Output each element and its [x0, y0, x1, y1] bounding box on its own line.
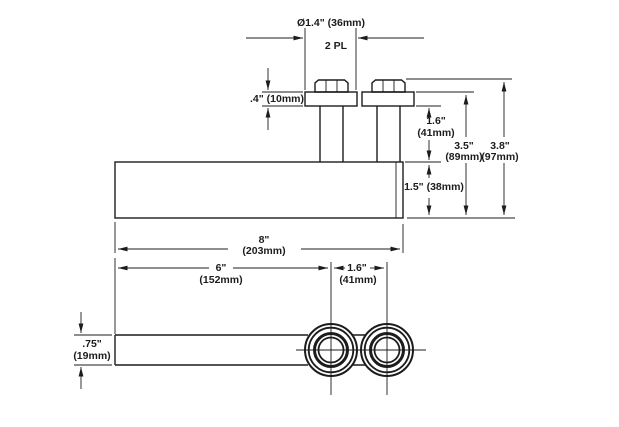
dim-washer-top-height-metric: (89mm) [445, 151, 482, 163]
extension-lines [304, 28, 357, 90]
dim-bolt-spacing: 1.6" (41mm) [334, 262, 384, 286]
dim-first-bolt-offset-metric: (152mm) [199, 274, 242, 286]
shank-circle [373, 336, 401, 364]
washer-inner-circle [363, 326, 411, 374]
dim-plate-thickness-label: 1.5" (38mm) [404, 181, 464, 193]
dim-first-bolt-offset-value: 6" [216, 262, 227, 274]
dim-bolt-diameter: Ø1.4" (36mm) 2 PL [246, 17, 424, 90]
dim-first-bolt-offset: 6" (152mm) [114, 258, 328, 334]
dim-bolt-diameter-note: 2 PL [325, 40, 348, 52]
bolt-2-head-facets [382, 80, 395, 92]
dim-plate-length: 8" (203mm) [114, 222, 404, 257]
washer-outer-circle [360, 323, 414, 377]
shank-circle [317, 336, 345, 364]
plan-view [114, 262, 426, 395]
dim-exposed-shank-metric: (41mm) [417, 127, 454, 139]
bolt-2-hex-head [371, 79, 406, 93]
dim-washer-thickness-label: .4" (10mm) [250, 93, 304, 105]
dim-bar-thickness-metric: (19mm) [73, 350, 110, 362]
bolt-1-shank [319, 106, 344, 162]
dim-bolt-spacing-metric: (41mm) [339, 274, 376, 286]
dim-bar-thickness-value: .75" [82, 338, 102, 350]
washer-inner-circle [307, 326, 355, 374]
extension-lines [74, 334, 112, 366]
bolt-2 [361, 79, 415, 162]
bolt-1-head-facets [325, 80, 338, 92]
dim-plate-thickness: 1.5" (38mm) [404, 165, 464, 215]
bolt-head-circle [313, 332, 349, 368]
dim-washer-top-height: 3.5" (89mm) [445, 95, 483, 215]
dim-washer-top-height-value: 3.5" [454, 140, 474, 152]
bolt-2-shank [376, 106, 401, 162]
plate-outline [114, 161, 404, 219]
dim-bolt-spacing-value: 1.6" [347, 262, 367, 274]
dim-washer-thickness: .4" (10mm) [250, 68, 304, 130]
dim-bar-thickness: .75" (19mm) [73, 312, 112, 389]
bolt-2-plan-circles [360, 323, 414, 377]
dim-overall-height-metric: (97mm) [481, 151, 518, 163]
extension-lines [262, 91, 303, 107]
dim-overall-height: 3.8" (97mm) [481, 82, 519, 215]
bar-outline [114, 334, 366, 366]
washer-outer-circle [304, 323, 358, 377]
dim-exposed-shank: 1.6" (41mm) [417, 108, 455, 160]
bolt-1-hex-head [314, 79, 349, 93]
bolt-head-circle [369, 332, 405, 368]
bolt-1-plan-circles [304, 323, 358, 377]
dim-overall-height-value: 3.8" [490, 140, 510, 152]
bolt-1 [304, 79, 358, 162]
extension-lines [114, 222, 404, 253]
side-view [114, 79, 415, 219]
dim-plate-length-metric: (203mm) [242, 245, 285, 257]
dim-exposed-shank-value: 1.6" [426, 115, 446, 127]
right-extension-lines [405, 78, 515, 219]
dim-plate-length-value: 8" [259, 234, 270, 246]
dim-bolt-diameter-label: Ø1.4" (36mm) [297, 17, 365, 29]
bolt-2-washer [361, 91, 415, 107]
bolt-1-washer [304, 91, 358, 107]
